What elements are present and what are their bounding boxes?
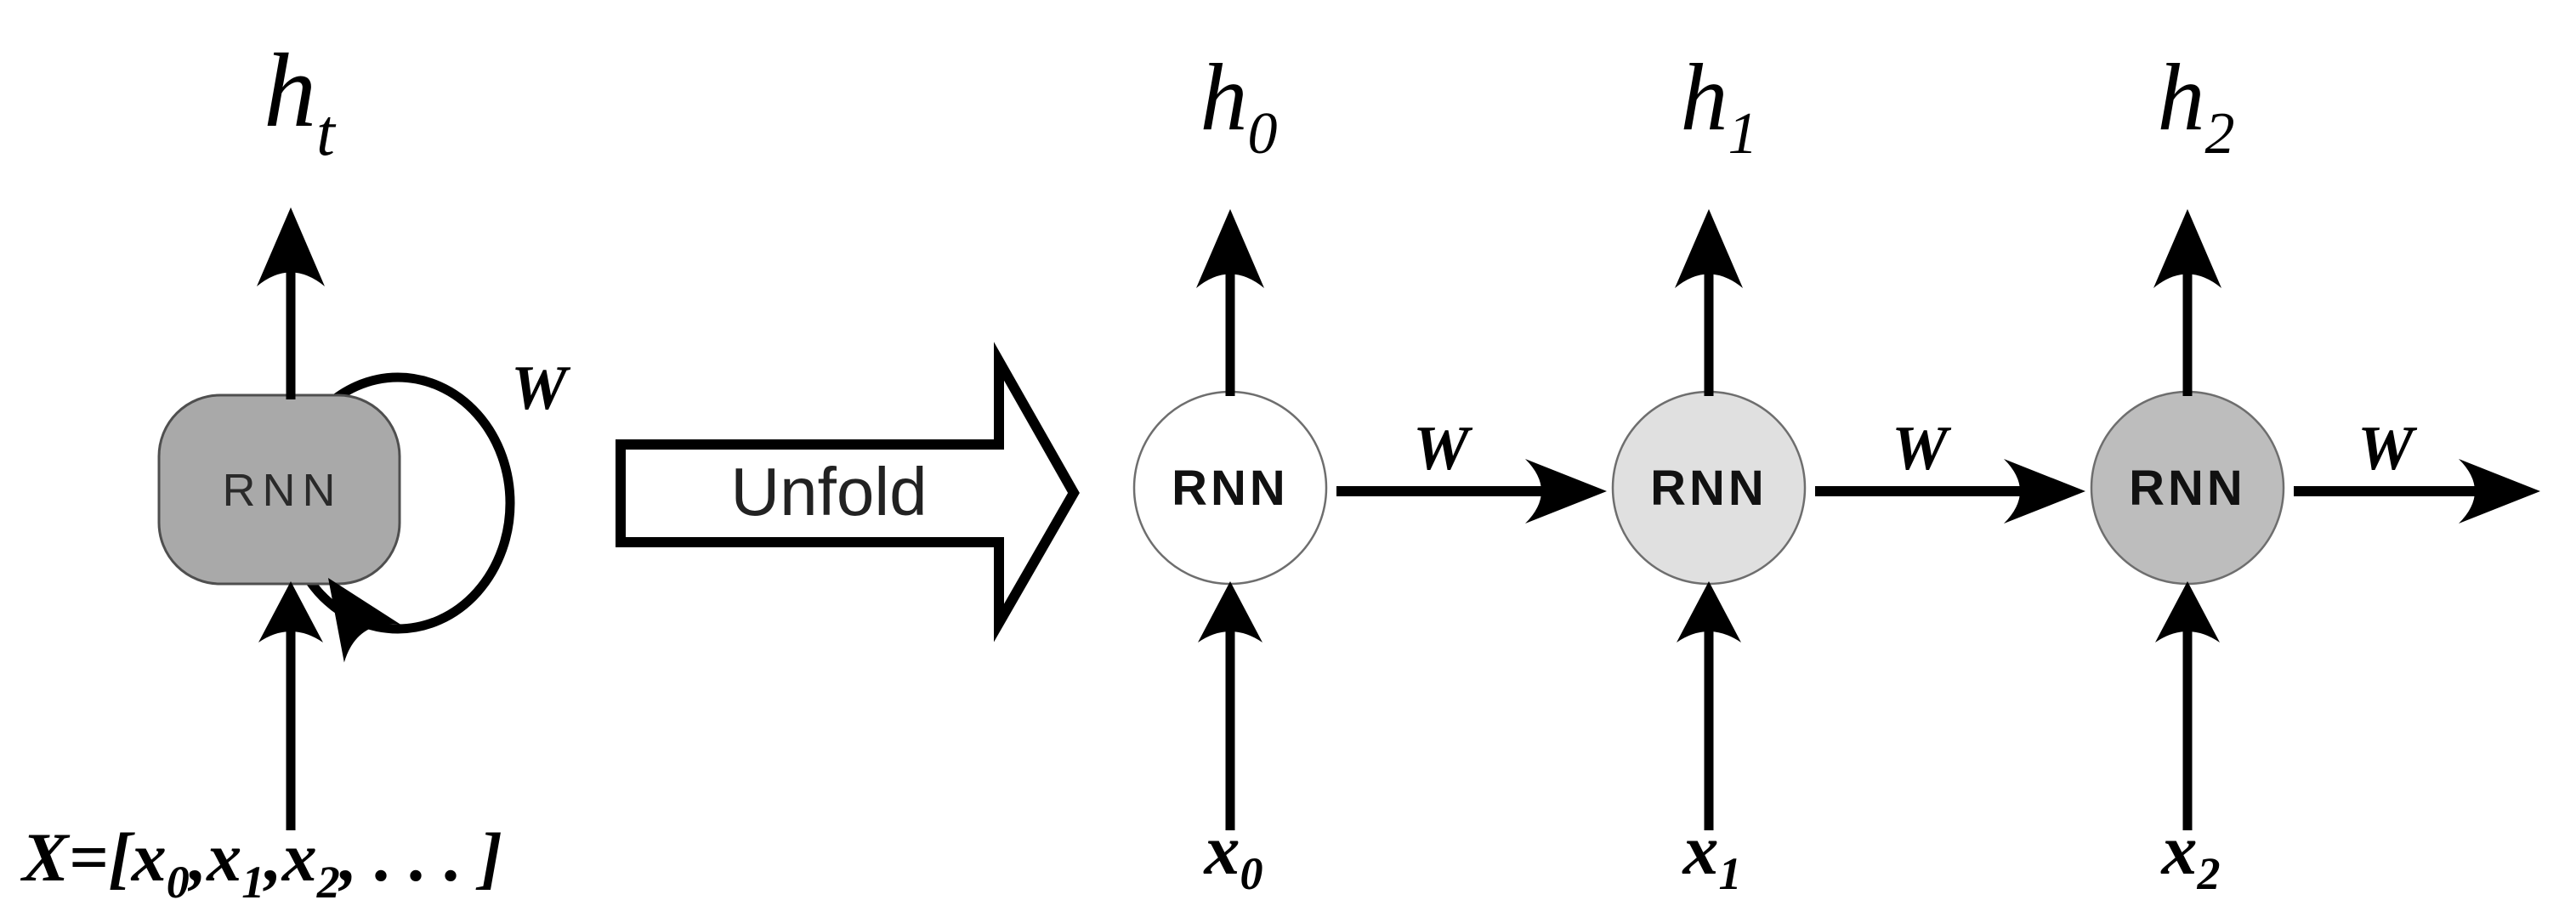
rnn-node-0-label: RNN [1172, 461, 1289, 516]
rnn-cell-1: RNN h1 x1 W [1611, 45, 2085, 899]
input-label-x0: x0 [1203, 811, 1263, 899]
rnn-cell-0: RNN h0 x0 W [1132, 45, 1607, 899]
weight-label-1-2: W [1892, 414, 1952, 484]
ht-sub: t [316, 95, 337, 169]
rnn-node-1-label: RNN [1650, 461, 1767, 516]
hidden-state-label-h1: h1 [1681, 45, 1758, 167]
folded-rnn-node [157, 393, 401, 586]
input-label-x2: x2 [2160, 811, 2221, 899]
input-label-x1: x1 [1682, 811, 1742, 899]
folded-rnn-node-label: RNN [223, 465, 343, 516]
unfold-label: Unfold [730, 454, 927, 529]
unfold-block-arrow-icon [616, 342, 1080, 642]
rnn-node-2-label: RNN [2129, 461, 2246, 516]
rnn-cell-2: RNN h2 x2 W [2090, 45, 2540, 899]
folded-rnn-group: RNN W ht X=[x0,x1,x2, . . . ] [20, 32, 571, 900]
weight-label-2-out: W [2358, 414, 2418, 484]
input-sequence-label: X=[x0,x1,x2, . . . ] [20, 818, 502, 900]
weight-label-self-loop: W [511, 354, 571, 423]
unfold-arrow-group: Unfold [616, 342, 1080, 642]
ht-main: h [264, 32, 316, 149]
hidden-state-label-ht: ht [264, 32, 337, 169]
hidden-state-label-h2: h2 [2158, 45, 2235, 167]
hidden-state-label-h0: h0 [1200, 45, 1278, 167]
weight-label-0-1: W [1413, 414, 1473, 484]
